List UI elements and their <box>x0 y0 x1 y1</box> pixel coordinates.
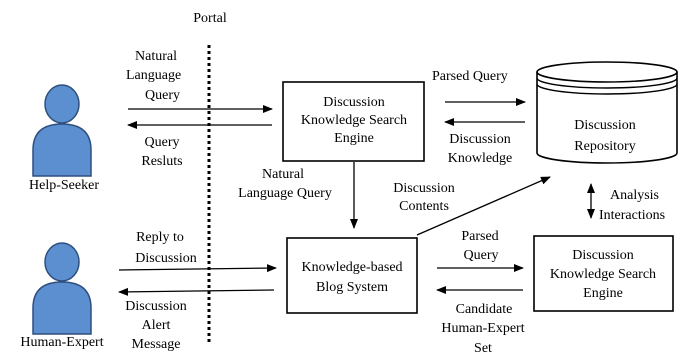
svg-text:Discussion: Discussion <box>135 251 196 266</box>
svg-text:Discussion: Discussion <box>125 299 186 314</box>
svg-text:Candidate: Candidate <box>456 302 513 317</box>
svg-text:Knowledge: Knowledge <box>448 151 513 166</box>
svg-text:Language Query: Language Query <box>238 186 332 201</box>
svg-text:Query: Query <box>145 88 180 103</box>
arrow-reply-to-discussion <box>118 264 277 273</box>
label-natural-language-query: Natural Language Query <box>126 49 181 103</box>
svg-text:Alert: Alert <box>142 318 171 333</box>
svg-text:Knowledge-based: Knowledge-based <box>301 260 402 275</box>
svg-text:Reply to: Reply to <box>136 230 184 245</box>
svg-text:Knowledge Search: Knowledge Search <box>550 267 656 282</box>
search-engine-box-bottom: Discussion Knowledge Search Engine <box>533 235 674 312</box>
label-reply-to-discussion: Reply to Discussion <box>135 230 196 266</box>
label-analysis-interactions: Analysis Interactions <box>599 188 665 223</box>
svg-text:Human-Expert: Human-Expert <box>441 321 524 336</box>
svg-text:Engine: Engine <box>334 131 374 146</box>
label-discussion-knowledge: Discussion Knowledge <box>448 132 513 166</box>
label-parsed-query-bottom: Parsed Query <box>461 229 498 263</box>
human-expert-label: Human-Expert <box>20 335 103 350</box>
svg-text:Contents: Contents <box>399 199 449 214</box>
help-seeker-person-icon <box>32 84 92 177</box>
portal-label: Portal <box>193 11 227 26</box>
svg-text:Parsed: Parsed <box>461 229 498 244</box>
discussion-repository-cylinder: Discussion Repository <box>536 61 678 164</box>
label-discussion-contents: Discussion Contents <box>393 181 454 214</box>
svg-text:Analysis: Analysis <box>610 188 659 203</box>
svg-text:Language: Language <box>126 68 181 83</box>
svg-text:Query: Query <box>145 135 180 150</box>
label-parsed-query-top: Parsed Query <box>432 69 508 84</box>
svg-text:Discussion: Discussion <box>393 181 454 196</box>
svg-text:Blog System: Blog System <box>316 280 388 295</box>
help-seeker-label: Help-Seeker <box>29 178 99 193</box>
svg-text:Interactions: Interactions <box>599 208 665 223</box>
svg-text:Discussion: Discussion <box>449 132 510 147</box>
svg-text:Engine: Engine <box>583 286 623 301</box>
search-engine-box-top: Discussion Knowledge Search Engine <box>282 81 425 162</box>
svg-text:Set: Set <box>474 341 492 356</box>
blog-system-box: Knowledge-based Blog System <box>286 237 418 314</box>
svg-text:Natural: Natural <box>135 49 177 64</box>
svg-text:Knowledge Search: Knowledge Search <box>301 113 407 128</box>
label-discussion-alert-message: Discussion Alert Message <box>125 299 186 352</box>
label-candidate-human-expert-set: Candidate Human-Expert Set <box>441 302 524 356</box>
svg-text:Discussion: Discussion <box>323 95 384 110</box>
svg-text:Discussion: Discussion <box>574 118 635 133</box>
svg-text:Discussion: Discussion <box>572 248 633 263</box>
label-query-results: Query Resluts <box>141 135 182 169</box>
arrow-discussion-alert-message <box>118 287 275 296</box>
svg-text:Natural: Natural <box>262 167 304 182</box>
svg-text:Repository: Repository <box>574 139 635 154</box>
svg-text:Message: Message <box>132 337 181 352</box>
svg-text:Query: Query <box>464 248 499 263</box>
label-natural-language-query-down: Natural Language Query <box>238 167 332 201</box>
arrow-discussion-contents <box>416 176 551 236</box>
svg-text:Resluts: Resluts <box>141 154 182 169</box>
human-expert-person-icon <box>32 242 92 335</box>
